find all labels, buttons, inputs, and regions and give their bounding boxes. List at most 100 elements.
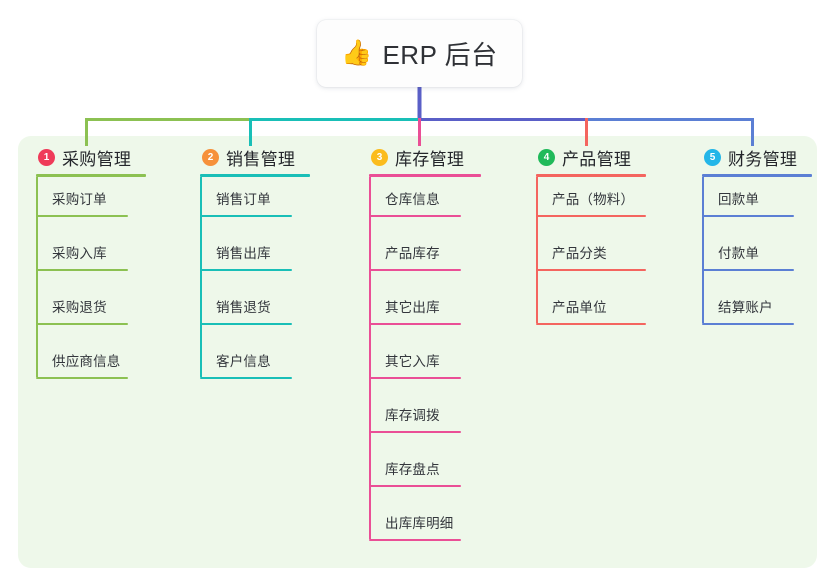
branch-number-badge: 5 bbox=[704, 148, 721, 166]
branch-item[interactable]: 产品（物料） bbox=[536, 179, 646, 233]
branch-item-label: 其它入库 bbox=[385, 354, 440, 369]
branch-item-label: 付款单 bbox=[718, 246, 760, 261]
branch-item-rule bbox=[36, 323, 128, 325]
branch-item-rule bbox=[36, 269, 128, 271]
branch-header-3[interactable]: 3 库存管理 bbox=[369, 145, 481, 169]
branch-title: 采购管理 bbox=[62, 149, 132, 169]
root-node[interactable]: 👍 ERP 后台 bbox=[317, 20, 522, 87]
branch-item[interactable]: 供应商信息 bbox=[36, 341, 146, 395]
branch-item-rule bbox=[200, 215, 292, 217]
branch-header-2[interactable]: 2 销售管理 bbox=[200, 145, 310, 169]
branch-item-list: 销售订单销售出库销售退货客户信息 bbox=[200, 177, 310, 395]
branch-column-3: 3 库存管理仓库信息产品库存其它出库其它入库库存调拨库存盘点出库库明细 bbox=[369, 145, 481, 557]
branch-item[interactable]: 客户信息 bbox=[200, 341, 310, 395]
branch-title: 产品管理 bbox=[562, 149, 632, 169]
branch-item[interactable]: 其它入库 bbox=[369, 341, 481, 395]
branch-column-2: 2 销售管理销售订单销售出库销售退货客户信息 bbox=[200, 145, 310, 395]
branch-item-rule bbox=[36, 377, 128, 379]
branch-item-list: 采购订单采购入库采购退货供应商信息 bbox=[36, 177, 146, 395]
branch-title: 库存管理 bbox=[395, 149, 465, 169]
branch-item-rule bbox=[369, 215, 461, 217]
branch-title: 销售管理 bbox=[226, 149, 296, 169]
branch-item-rule bbox=[369, 431, 461, 433]
branch-item-rule bbox=[369, 485, 461, 487]
branch-item[interactable]: 库存盘点 bbox=[369, 449, 481, 503]
branch-spine bbox=[36, 177, 38, 377]
branch-number-badge: 3 bbox=[371, 148, 388, 166]
branch-column-1: 1 采购管理采购订单采购入库采购退货供应商信息 bbox=[36, 145, 146, 395]
branch-item[interactable]: 产品分类 bbox=[536, 233, 646, 287]
branch-item[interactable]: 采购入库 bbox=[36, 233, 146, 287]
branch-item-label: 产品分类 bbox=[552, 246, 607, 261]
branch-spine bbox=[536, 177, 538, 323]
branch-item[interactable]: 仓库信息 bbox=[369, 179, 481, 233]
branch-item-label: 结算账户 bbox=[718, 300, 773, 315]
branch-item-label: 仓库信息 bbox=[385, 192, 440, 207]
branch-column-4: 4 产品管理产品（物料） 产品分类产品单位 bbox=[536, 145, 646, 341]
branch-item-rule bbox=[200, 323, 292, 325]
branch-item[interactable]: 产品单位 bbox=[536, 287, 646, 341]
branch-item-label: 销售出库 bbox=[216, 246, 271, 261]
branch-item[interactable]: 产品库存 bbox=[369, 233, 481, 287]
branch-item[interactable]: 销售订单 bbox=[200, 179, 310, 233]
branch-header-1[interactable]: 1 采购管理 bbox=[36, 145, 146, 169]
branch-underline bbox=[36, 174, 146, 177]
branch-number-badge: 1 bbox=[38, 148, 55, 166]
branch-item[interactable]: 出库库明细 bbox=[369, 503, 481, 557]
branch-item-label: 销售退货 bbox=[216, 300, 271, 315]
branch-item-rule bbox=[369, 269, 461, 271]
branch-underline bbox=[702, 174, 812, 177]
branch-number-badge: 4 bbox=[538, 148, 555, 166]
branch-item-label: 供应商信息 bbox=[52, 354, 121, 369]
branch-item-rule bbox=[369, 539, 461, 541]
branch-underline bbox=[536, 174, 646, 177]
branch-spine bbox=[200, 177, 202, 377]
branch-item-label: 销售订单 bbox=[216, 192, 271, 207]
branch-item-label: 客户信息 bbox=[216, 354, 271, 369]
branch-underline bbox=[369, 174, 481, 177]
root-title: ERP 后台 bbox=[382, 40, 498, 70]
branch-item[interactable]: 回款单 bbox=[702, 179, 812, 233]
branch-item-list: 仓库信息产品库存其它出库其它入库库存调拨库存盘点出库库明细 bbox=[369, 177, 481, 557]
branch-item-rule bbox=[36, 215, 128, 217]
branch-item[interactable]: 销售出库 bbox=[200, 233, 310, 287]
branch-item-label: 产品（物料） bbox=[552, 192, 635, 207]
branch-item-rule bbox=[200, 269, 292, 271]
branch-item-label: 其它出库 bbox=[385, 300, 440, 315]
branch-item-rule bbox=[536, 269, 646, 271]
branch-item-label: 库存调拨 bbox=[385, 408, 440, 423]
branch-item[interactable]: 销售退货 bbox=[200, 287, 310, 341]
branch-item-rule bbox=[536, 323, 646, 325]
branch-item-rule bbox=[536, 215, 646, 217]
branch-header-4[interactable]: 4 产品管理 bbox=[536, 145, 646, 169]
branch-item-label: 库存盘点 bbox=[385, 462, 440, 477]
branch-item[interactable]: 结算账户 bbox=[702, 287, 812, 341]
branch-item-rule bbox=[702, 323, 794, 325]
branch-item-rule bbox=[200, 377, 292, 379]
branch-item-label: 产品单位 bbox=[552, 300, 607, 315]
branch-item-label: 产品库存 bbox=[385, 246, 440, 261]
branch-item[interactable]: 采购订单 bbox=[36, 179, 146, 233]
branch-item-label: 采购订单 bbox=[52, 192, 107, 207]
branch-underline bbox=[200, 174, 310, 177]
branch-item-rule bbox=[369, 377, 461, 379]
diagram-background-panel bbox=[18, 136, 817, 568]
branch-item-list: 回款单付款单结算账户 bbox=[702, 177, 812, 341]
branch-spine bbox=[369, 177, 371, 539]
branch-item[interactable]: 库存调拨 bbox=[369, 395, 481, 449]
branch-number-badge: 2 bbox=[202, 148, 219, 166]
branch-item-label: 回款单 bbox=[718, 192, 760, 207]
branch-item-label: 出库库明细 bbox=[385, 516, 454, 531]
branch-item-label: 采购退货 bbox=[52, 300, 107, 315]
branch-item-rule bbox=[702, 269, 794, 271]
branch-item-list: 产品（物料） 产品分类产品单位 bbox=[536, 177, 646, 341]
branch-item[interactable]: 付款单 bbox=[702, 233, 812, 287]
branch-spine bbox=[702, 177, 704, 323]
branch-item[interactable]: 其它出库 bbox=[369, 287, 481, 341]
branch-item-rule bbox=[702, 215, 794, 217]
branch-item[interactable]: 采购退货 bbox=[36, 287, 146, 341]
thumbs-up-icon: 👍 bbox=[341, 39, 373, 67]
